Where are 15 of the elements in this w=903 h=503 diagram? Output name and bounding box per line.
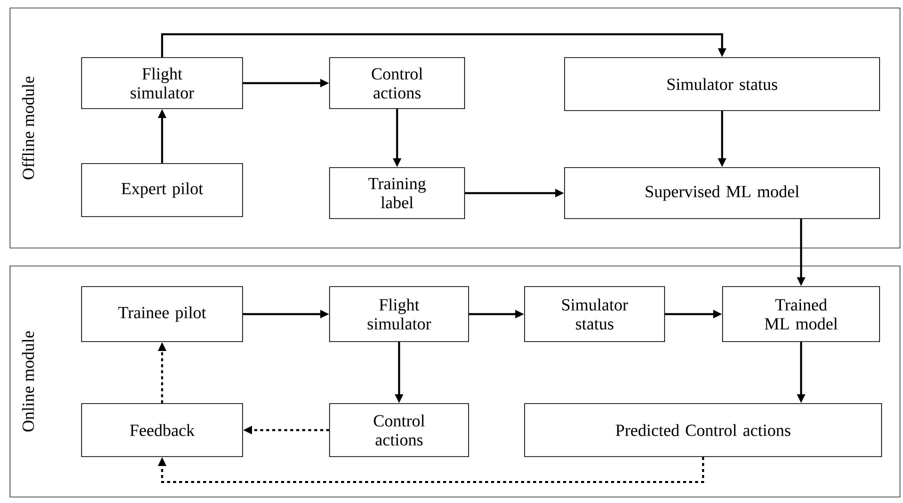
dotted-arrow — [158, 457, 704, 483]
process-box: Control actions — [329, 403, 469, 457]
process-box: Supervised ML model — [564, 167, 880, 219]
process-box: Training label — [329, 167, 465, 219]
process-box: Expert pilot — [81, 163, 243, 217]
process-box: Trained ML model — [722, 286, 880, 342]
process-box: Trainee pilot — [81, 286, 243, 342]
process-box: Flight simulator — [81, 57, 243, 109]
process-box: Control actions — [329, 57, 465, 109]
process-box: Simulator status — [564, 57, 880, 111]
process-box: Simulator status — [524, 286, 665, 342]
process-box: Predicted Control actions — [524, 403, 882, 457]
process-box: Feedback — [81, 403, 243, 457]
process-box: Flight simulator — [329, 286, 469, 342]
arrow — [161, 33, 726, 58]
